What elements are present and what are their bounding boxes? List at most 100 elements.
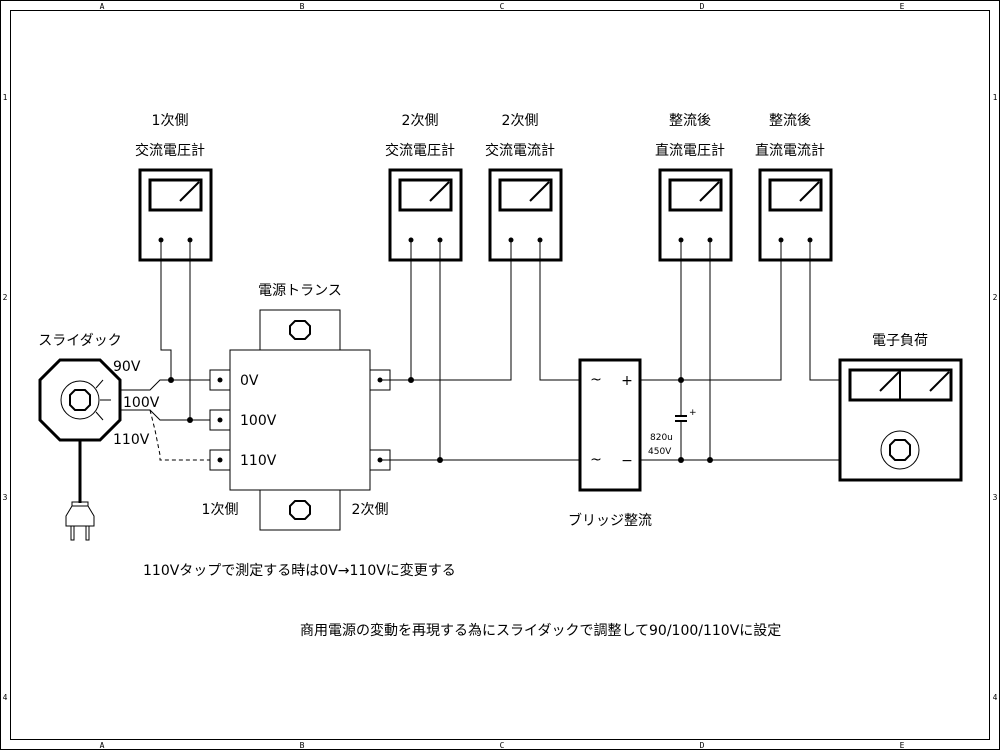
smoothing-capacitor: + 820u 450V xyxy=(648,408,697,457)
slidac-tick xyxy=(95,411,104,421)
load-needle-icon xyxy=(879,371,900,392)
meter-dial xyxy=(398,178,453,212)
rectifier-body xyxy=(578,358,642,492)
zone-label-bottom-b: B xyxy=(300,741,305,750)
transformer-label: 電源トランス xyxy=(258,283,342,299)
slidac-label: スライダック xyxy=(38,333,121,349)
zone-labels: A B C D E A B C D E 1 2 3 4 1 2 3 4 xyxy=(3,2,998,750)
transformer-mount-bottom xyxy=(259,489,341,531)
meter-label-line1: 2次側 xyxy=(502,113,539,129)
capacitor-polarity: + xyxy=(689,408,697,418)
meter-label-line1: 整流後 xyxy=(769,113,811,129)
zone-label-top-a: A xyxy=(100,2,105,11)
zone-label-right-3: 3 xyxy=(993,493,998,502)
slidac-tap-100v: 100V xyxy=(123,395,160,411)
wiring xyxy=(120,240,840,461)
meter-dial xyxy=(498,178,553,212)
slidac: スライダック 90V 100V 110V xyxy=(38,333,160,541)
junction-dot xyxy=(678,377,684,383)
wire-secondary-upper xyxy=(380,240,512,381)
wire-dc-plus xyxy=(640,240,782,381)
meter-label-line2: 直流電圧計 xyxy=(655,142,725,159)
zone-label-right-2: 2 xyxy=(993,293,998,302)
zone-label-bottom-e: E xyxy=(900,741,905,750)
wire-ammeter-to-load xyxy=(809,240,840,381)
meter-label-line1: 1次側 xyxy=(152,113,189,129)
rectifier-ac-in-1: ~ xyxy=(590,372,602,388)
primary-tap-label-110v: 110V xyxy=(240,453,277,469)
meter-needle-icon xyxy=(529,181,550,202)
junctions xyxy=(168,377,713,463)
tap-change-note: 110Vタップで測定する時は0V→110Vに変更する xyxy=(143,562,456,579)
transformer-mount-top xyxy=(259,309,341,351)
meter-label-line1: 2次側 xyxy=(402,113,439,129)
load-needle-icon xyxy=(929,371,950,392)
meter-dial xyxy=(768,178,823,212)
zone-label-left-2: 2 xyxy=(3,293,8,302)
power-plug-icon xyxy=(65,501,95,541)
meter-dc-voltmeter: 整流後 直流電圧計 xyxy=(655,113,733,262)
zone-label-right-4: 4 xyxy=(993,693,998,702)
secondary-side-label: 2次側 xyxy=(352,502,389,518)
zone-label-right-1: 1 xyxy=(993,93,998,102)
load-label: 電子負荷 xyxy=(872,333,928,349)
primary-tap-label-100v: 100V xyxy=(240,413,277,429)
junction-dot xyxy=(168,377,174,383)
meter-secondary-ac-ammeter: 2次側 交流電流計 xyxy=(485,113,563,262)
junction-dot xyxy=(437,457,443,463)
purpose-note: 商用電源の変動を再現する為にスライダックで調整して90/100/110Vに設定 xyxy=(300,622,781,639)
zone-label-top-e: E xyxy=(900,2,905,11)
meter-label-line2: 交流電圧計 xyxy=(385,142,455,159)
zone-label-bottom-c: C xyxy=(500,741,505,750)
junction-dot xyxy=(678,457,684,463)
meter-label-line2: 直流電流計 xyxy=(755,142,825,159)
meter-needle-icon xyxy=(699,181,720,202)
zone-label-bottom-a: A xyxy=(100,741,105,750)
meter-dial xyxy=(668,178,723,212)
electronic-load: 電子負荷 xyxy=(838,333,963,482)
mounting-hole-icon xyxy=(289,500,311,520)
rectifier-ac-in-2: ~ xyxy=(590,452,602,468)
wire-100v xyxy=(120,409,210,421)
zone-label-left-4: 4 xyxy=(3,693,8,702)
mounting-hole-icon xyxy=(289,320,311,340)
meter-needle-icon xyxy=(179,181,200,202)
capacitor-voltage: 450V xyxy=(648,447,672,457)
meter-label-line2: 交流電流計 xyxy=(485,142,555,159)
slidac-knob-icon[interactable] xyxy=(69,389,91,411)
rectifier-plus: + xyxy=(621,373,633,389)
bridge-rectifier: ~ ~ + − ブリッジ整流 xyxy=(568,358,652,529)
zone-label-left-3: 3 xyxy=(3,493,8,502)
slidac-tap-90v: 90V xyxy=(113,359,141,375)
meter-label-line1: 整流後 xyxy=(669,113,711,129)
meter-dial xyxy=(148,178,203,212)
junction-dot xyxy=(707,457,713,463)
wire-90v xyxy=(120,379,210,391)
slidac-tap-110v: 110V xyxy=(113,432,150,448)
load-knob-icon[interactable] xyxy=(889,439,911,461)
zone-label-bottom-d: D xyxy=(700,741,705,750)
capacitor-capacitance: 820u xyxy=(650,433,673,443)
slidac-dial xyxy=(60,380,100,420)
zone-label-left-1: 1 xyxy=(3,93,8,102)
zone-label-top-d: D xyxy=(700,2,705,11)
rectifier-minus: − xyxy=(621,453,633,469)
slidac-body xyxy=(38,358,122,442)
wire-primary-voltmeter-1 xyxy=(160,240,172,380)
meter-label-line2: 交流電圧計 xyxy=(135,142,205,159)
meter-secondary-ac-voltmeter: 2次側 交流電圧計 xyxy=(385,113,463,262)
slidac-tick xyxy=(95,379,104,389)
load-dial xyxy=(880,430,920,470)
meter-primary-ac-voltmeter: 1次側 交流電圧計 xyxy=(135,113,213,262)
zone-label-top-b: B xyxy=(300,2,305,11)
junction-dot xyxy=(408,377,414,383)
meter-dc-ammeter: 整流後 直流電流計 xyxy=(755,113,833,262)
primary-side-label: 1次側 xyxy=(202,502,239,518)
meter-needle-icon xyxy=(799,181,820,202)
primary-tap-label-0v: 0V xyxy=(240,373,259,389)
wire-ammeter-to-rectifier xyxy=(539,240,580,381)
junction-dot xyxy=(187,417,193,423)
wire-110v-dashed xyxy=(149,409,210,461)
rectifier-label: ブリッジ整流 xyxy=(568,512,652,529)
